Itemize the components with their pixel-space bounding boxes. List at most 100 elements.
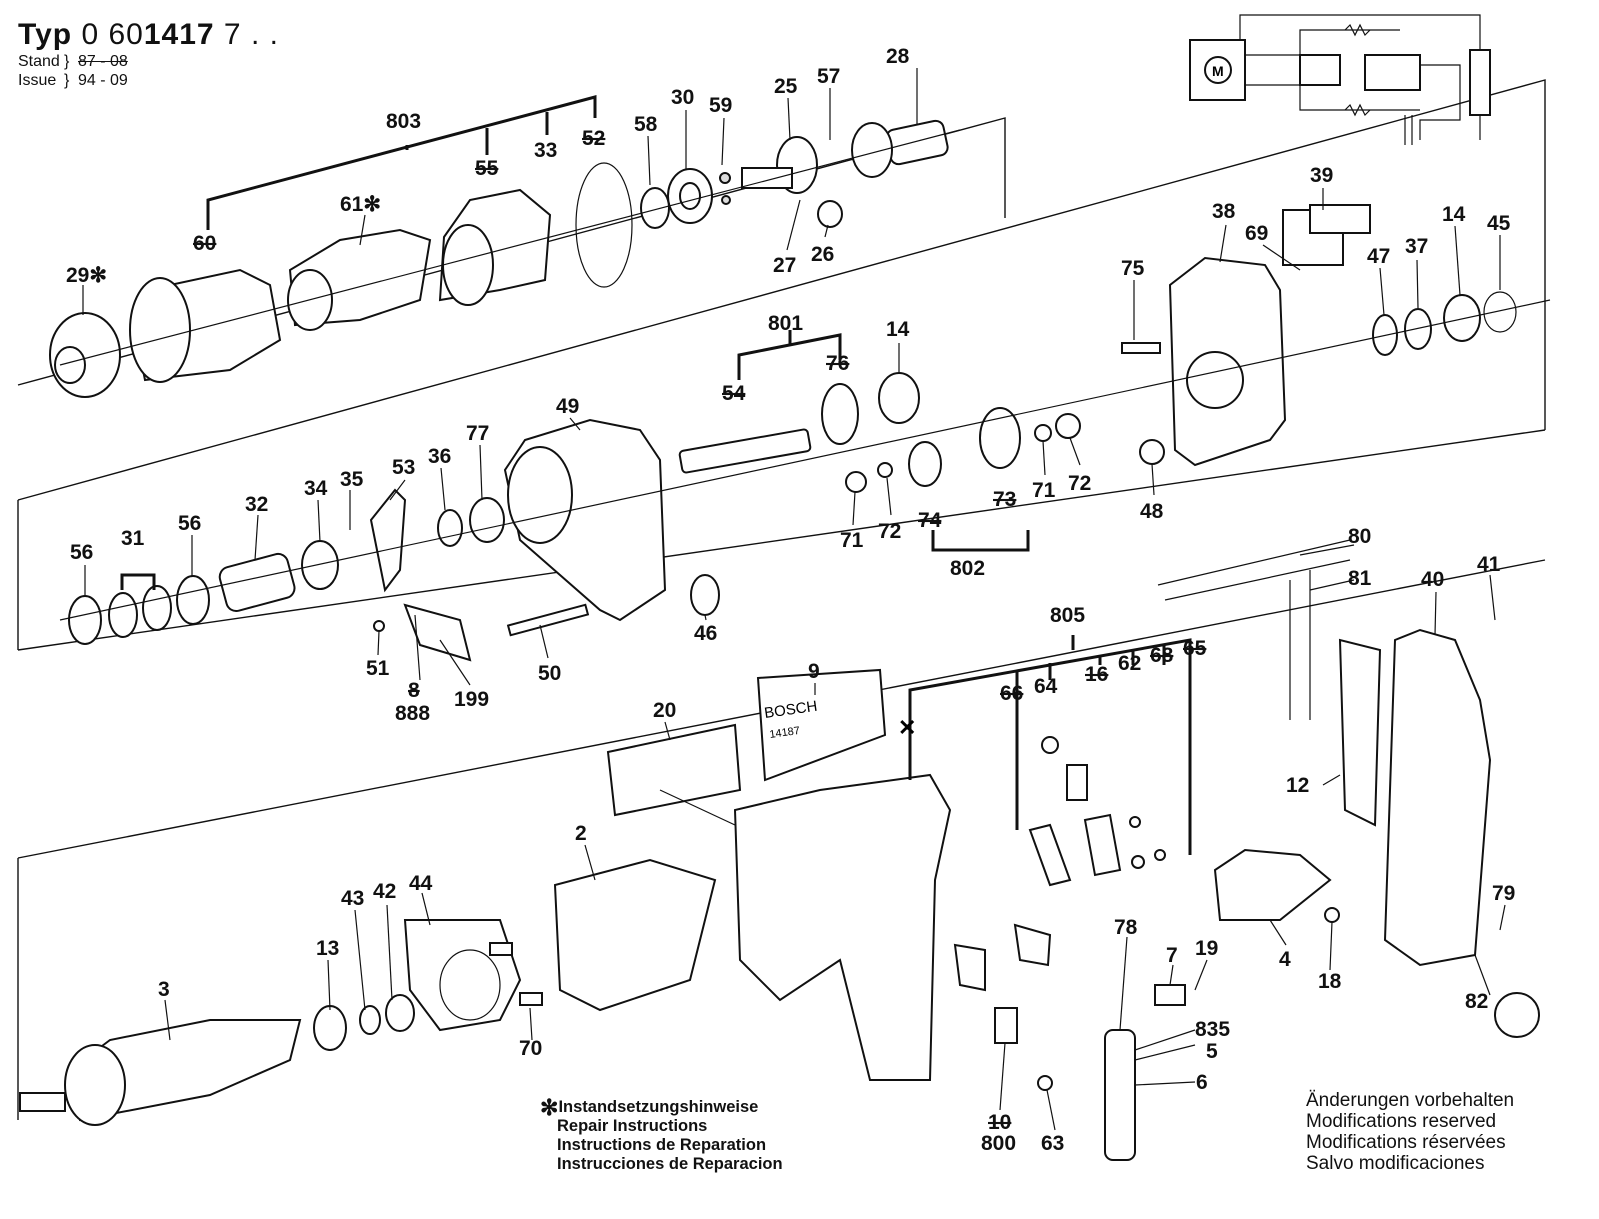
schematic-wire-2 [1239, 14, 1481, 140]
lead-71a [852, 491, 856, 526]
lead-48 [1151, 463, 1155, 496]
part-70-spring [519, 992, 543, 1006]
callout-59: 59 [709, 94, 732, 117]
callout-81: 81 [1348, 567, 1372, 590]
callout-42: 42 [373, 880, 396, 903]
lead-72a [886, 477, 892, 516]
callout-38: 38 [1212, 200, 1236, 223]
callout-33: 33 [534, 139, 557, 162]
lead-40 [1434, 591, 1437, 636]
callout-41: 41 [1477, 553, 1501, 576]
part-18-screw [1324, 907, 1340, 923]
callout-82: 82 [1465, 990, 1488, 1013]
part-20-label [606, 723, 742, 817]
title-block: Typ 0 601417 7 . . Stand}87 - 08 Issue}9… [18, 18, 279, 90]
part-28-flange [851, 122, 893, 178]
lead-199 [439, 639, 471, 686]
lead-2 [584, 844, 596, 881]
lead-43 [354, 909, 366, 1011]
part-56a-washer [176, 575, 210, 625]
part-66-holder [1028, 823, 1072, 887]
bracket-805-x-mark: ✕ [898, 715, 916, 740]
part-6-cord-sleeve [1104, 1029, 1136, 1161]
lead-37 [1416, 259, 1419, 309]
bracket-802 [931, 530, 1030, 552]
part-44-baffle [403, 919, 522, 1032]
callout-51: 51 [366, 657, 390, 680]
part-73-gear [979, 407, 1021, 469]
modifications-es: Salvo modificaciones [1306, 1153, 1485, 1174]
panel-2-top [17, 79, 1546, 501]
lead-80 [1299, 544, 1355, 556]
typ-code: 0 601417 7 . . [81, 18, 279, 51]
part-49-bore [507, 446, 573, 544]
part-45-circlip [1483, 291, 1517, 333]
part-10-brush [994, 1007, 1018, 1044]
part-12-cable [1338, 638, 1382, 827]
part-46-bush [690, 574, 720, 616]
callout-46: 46 [694, 622, 717, 645]
part-14a-bearing [1443, 294, 1481, 342]
callout-60: 60 [193, 232, 216, 255]
callout-10: 10 [988, 1111, 1011, 1134]
schematic-motor-circle [1204, 56, 1232, 84]
callout-58: 58 [634, 113, 658, 136]
lead-34 [317, 499, 321, 543]
leader-lines [82, 68, 1506, 1131]
part-71-washer [1034, 424, 1052, 442]
callout-47: 47 [1367, 245, 1390, 268]
part-9-nameplate [756, 668, 887, 782]
part-80-wire [1157, 539, 1351, 586]
callout-2: 2 [575, 822, 587, 845]
callout-63: 63 [1041, 1132, 1064, 1155]
callout-numbers: 28 57 25 59 30 58 52 33 803 55 61✻ 60 29… [66, 45, 1515, 1155]
part-75-pin [1121, 342, 1161, 354]
part-25-shaft [741, 167, 793, 189]
repair-instructions-note: ✻Instandsetzungshinweise Repair Instruct… [540, 1097, 783, 1174]
lead-71b [1042, 440, 1046, 476]
schematic-switch [1299, 54, 1341, 86]
modifications-reserved: Änderungen vorbehalten Modifications res… [1306, 1090, 1514, 1174]
lead-25 [787, 97, 791, 141]
lead-12 [1322, 774, 1341, 786]
callout-52: 52 [582, 127, 605, 150]
callout-72-right: 72 [1068, 472, 1091, 495]
lead-19 [1194, 959, 1208, 991]
issue-row: Issue}94 - 09 [18, 72, 128, 89]
callout-28: 28 [886, 45, 910, 68]
callout-56-right: 56 [178, 512, 201, 535]
part-59-ball [719, 172, 731, 184]
part-72-bush [1055, 413, 1081, 439]
lead-13 [327, 959, 331, 1011]
part-14-bearing [878, 372, 920, 424]
part-29-nose [54, 346, 86, 384]
callout-71-right: 71 [1032, 479, 1056, 502]
part-30-hole [679, 182, 701, 210]
schematic-resistor-1 [1344, 23, 1371, 37]
lead-18 [1329, 921, 1333, 971]
nameplate-number: 14187 [769, 725, 801, 741]
part-59-ball-2 [721, 195, 731, 205]
part-62-screw [1129, 816, 1141, 828]
callout-69: 69 [1245, 222, 1268, 245]
schematic-wire-4 [1299, 85, 1420, 111]
lead-4 [1269, 919, 1287, 946]
callout-26: 26 [811, 243, 834, 266]
part-68-nut [1131, 855, 1145, 869]
part-48-bush [1139, 439, 1165, 465]
callout-68: 68 [1150, 644, 1174, 667]
lead-41 [1489, 574, 1496, 621]
part-74-pinion [908, 441, 942, 487]
row1-parts [49, 119, 961, 398]
callout-34: 34 [304, 477, 328, 500]
modifications-de: Änderungen vorbehalten [1306, 1090, 1515, 1111]
callout-44: 44 [409, 872, 433, 895]
issue-label: Issue [18, 72, 57, 89]
callout-64: 64 [1034, 675, 1058, 698]
lead-53 [389, 479, 406, 501]
callout-73: 73 [993, 488, 1016, 511]
callout-7: 7 [1166, 944, 1178, 967]
repair-note-fr: Instructions de Reparation [557, 1136, 767, 1154]
callout-49: 49 [556, 395, 579, 418]
callout-30: 30 [671, 86, 694, 109]
